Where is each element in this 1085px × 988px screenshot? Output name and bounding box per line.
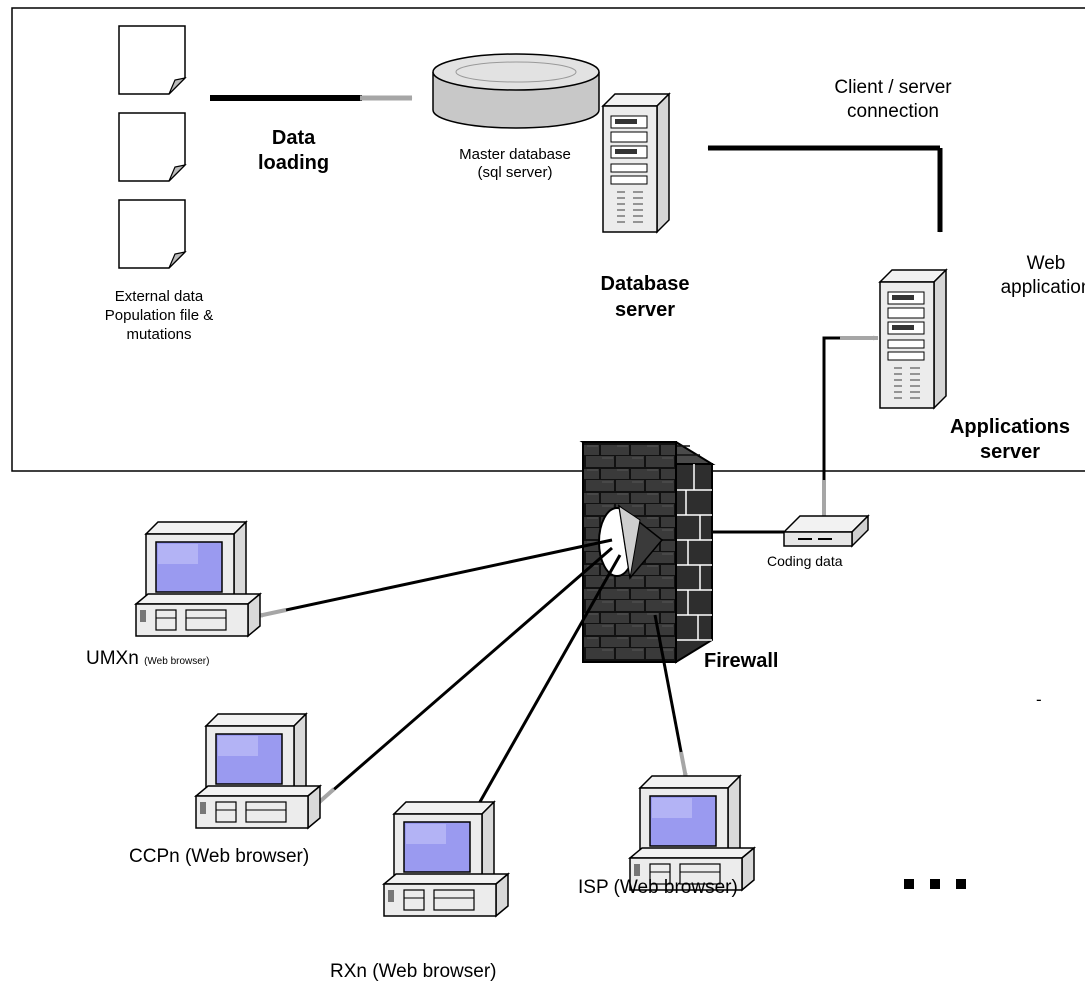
document-icon [118,199,186,269]
coding-data-device-icon [782,514,870,548]
coding-data-label: Coding data [767,553,843,569]
umx-client-name: UMXn [86,648,139,669]
isp-client-label: ISP (Web browser) [578,877,738,898]
ccp-connection [315,546,613,807]
applications-server-label: Applications server [949,416,1070,463]
umx-client-sub: (Web browser) [144,656,210,667]
dash-mark: - [1036,690,1042,709]
master-database-label: Master database (sql server) [459,146,571,181]
computer-icon-ccp [195,713,321,829]
database-server-label: Database server [600,273,690,321]
database-server-icon [602,93,670,233]
umx-connection [257,538,613,618]
umx-client-label: UMXn (Web browser) [86,648,209,670]
isp-connection-tip [679,751,688,779]
computer-icon-isp [629,775,755,891]
database-icon [432,53,600,129]
system-boundary-box [11,7,1085,472]
firewall-label: Firewall [704,650,779,672]
applications-server-icon [879,269,947,409]
computer-icon-rx [383,801,509,917]
data-loading-label: Data loading [258,127,330,174]
coding-data-link [822,336,872,490]
document-icon [118,112,186,182]
computer-icon-umx [135,521,261,637]
firewall-icon [579,441,716,664]
client-server-connection-label: Client / server connection [834,77,952,122]
external-data-label: External data Population file & mutation… [104,288,214,343]
ellipsis-icon [904,879,966,889]
document-icon [118,25,186,95]
ccp-client-label: CCPn (Web browser) [129,846,310,867]
rx-client-label: RXn (Web browser) [330,961,497,982]
umx-connection-tip [257,608,287,618]
isp-connection [653,614,688,779]
web-application-label: Web application [1000,253,1085,298]
